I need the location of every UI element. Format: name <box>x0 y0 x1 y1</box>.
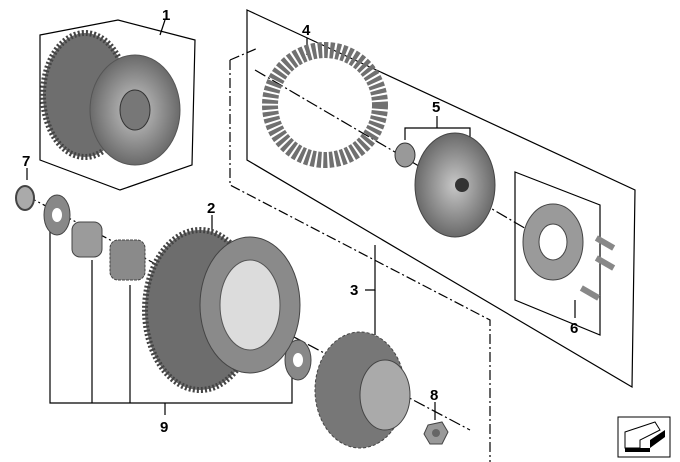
callout-5: 5 <box>432 99 440 116</box>
nut-part-8[interactable] <box>423 421 449 445</box>
callout-2: 2 <box>207 200 215 217</box>
group-box-4 <box>246 9 636 389</box>
clutch-plates-part-4[interactable] <box>262 42 388 168</box>
clutch-assembly-part-1[interactable] <box>40 30 181 166</box>
clutch-hub-part-3[interactable] <box>314 331 411 449</box>
bearings-part-9[interactable] <box>43 194 312 381</box>
pressure-plate-part-5[interactable] <box>394 132 496 238</box>
seal-part-7[interactable] <box>15 185 35 211</box>
callout-4: 4 <box>302 22 311 39</box>
arrow-down-left-icon[interactable] <box>617 416 671 458</box>
callout-8: 8 <box>430 387 438 404</box>
group-box-3 <box>229 60 491 462</box>
group-box-1 <box>39 19 196 191</box>
plate-and-bolts-part-6[interactable] <box>522 203 616 301</box>
callout-1: 1 <box>162 7 170 24</box>
leader-9 <box>49 230 293 404</box>
callout-7: 7 <box>22 153 30 170</box>
clutch-basket-part-2[interactable] <box>142 227 301 393</box>
callout-6: 6 <box>570 320 578 337</box>
callout-3: 3 <box>350 282 358 299</box>
group-box-6 <box>514 171 601 336</box>
callout-9: 9 <box>160 419 168 436</box>
